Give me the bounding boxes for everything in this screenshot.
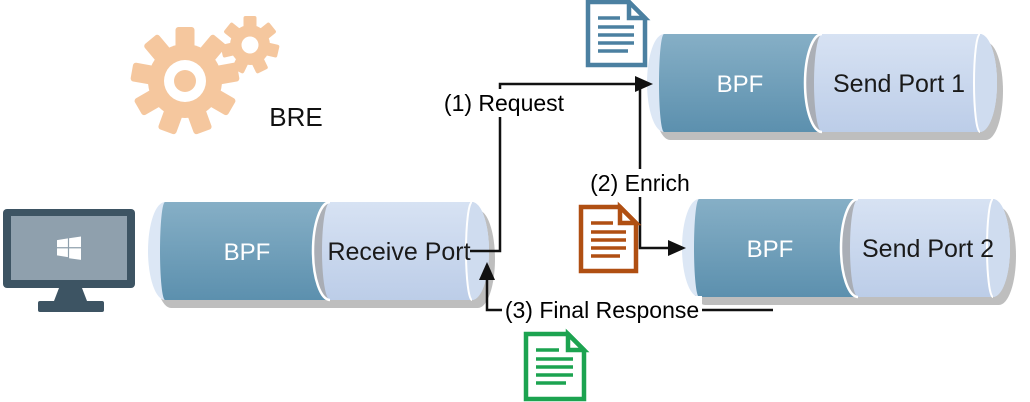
- final-response-label: (3) Final Response: [505, 297, 699, 323]
- cylinder-cap: [987, 199, 1010, 297]
- final-response-arrowhead-icon: [479, 262, 495, 280]
- send-port-2-cylinder: BPF Send Port 2: [682, 197, 1016, 305]
- small-gear-icon: [220, 16, 280, 74]
- bre-label: BRE: [269, 102, 322, 132]
- blue-document-icon: [585, 0, 651, 68]
- send-port-2-bpf-label: BPF: [747, 236, 794, 263]
- enrich-label: (2) Enrich: [590, 170, 690, 196]
- windows-logo-icon: [57, 236, 81, 260]
- large-gear-icon: [130, 27, 240, 135]
- receive-port-cylinder: BPF Receive Port: [148, 200, 495, 308]
- label-backdrop: [502, 296, 702, 324]
- send-port-1-cylinder: BPF Send Port 1: [647, 32, 1003, 140]
- send-port-2-label: Send Port 2: [862, 235, 994, 263]
- send-port-1-bpf-label: BPF: [717, 71, 764, 98]
- label-backdrop: [583, 169, 697, 197]
- orange-document-icon: [578, 201, 642, 274]
- receive-port-label: Receive Port: [327, 238, 470, 266]
- bpf-segment: [694, 199, 858, 297]
- port-segment: [841, 199, 1010, 297]
- port-segment: [805, 34, 997, 132]
- label-backdrop: [440, 89, 570, 117]
- connectors: [470, 76, 773, 312]
- flow-labels: (1) Request (2) Enrich (3) Final Respons…: [440, 89, 702, 324]
- enrich-arrowhead-icon: [668, 240, 686, 256]
- windows-monitor-icon: [3, 209, 135, 312]
- request-connector-line: [470, 82, 636, 253]
- bpf-segment: [160, 202, 330, 300]
- port-segment: [313, 202, 489, 300]
- receive-port-bpf-label: BPF: [224, 239, 271, 266]
- gears-icon: [130, 16, 280, 135]
- bpf-segment: [659, 34, 822, 132]
- request-label: (1) Request: [444, 90, 565, 116]
- cylinder-cap: [974, 34, 997, 132]
- final-response-line-left: [485, 272, 507, 312]
- send-port-1-label: Send Port 1: [833, 70, 965, 98]
- enrich-connector-line: [638, 84, 668, 250]
- green-document-icon: [523, 328, 590, 402]
